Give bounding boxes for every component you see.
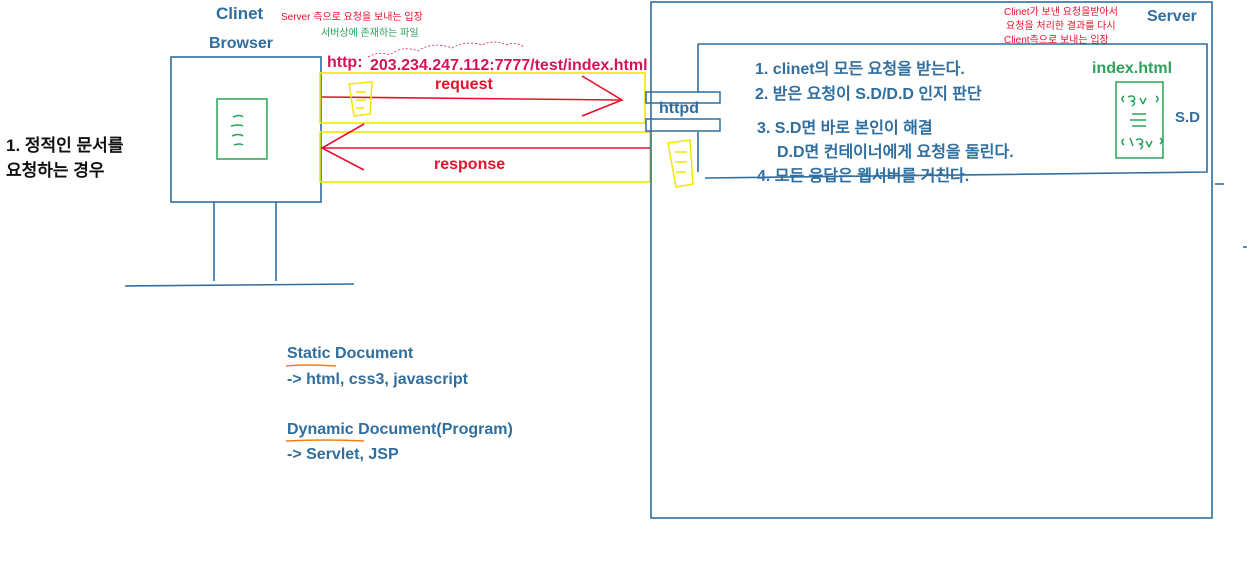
httpd-label: httpd bbox=[659, 100, 699, 117]
left-caption-line1: 1. 정적인 문서를 bbox=[6, 136, 124, 155]
server-step-2: 2. 받은 요청이 S.D/D.D 인지 판단 bbox=[755, 86, 982, 103]
response-arrow bbox=[320, 123, 650, 171]
server-step-1: 1. clinet의 모든 요청을 받는다. bbox=[755, 61, 965, 78]
response-label: response bbox=[434, 156, 506, 173]
static-underline bbox=[285, 364, 337, 367]
legend-dynamic-line: Dynamic Document(Program) bbox=[287, 421, 513, 439]
request-label: request bbox=[435, 76, 493, 93]
server-step-4: 4. 모든 응답은 웹서버를 거친다. bbox=[757, 168, 970, 185]
left-caption-line2: 요청하는 경우 bbox=[6, 161, 105, 180]
server-note-line1: Clinet가 보낸 요청을받아서 bbox=[1004, 7, 1118, 18]
client-note-line1: Server 측으로 요청을 보내는 입장 bbox=[281, 12, 423, 23]
index-html-label: index.html bbox=[1092, 60, 1173, 77]
server-box bbox=[650, 1, 1213, 519]
response-document-sketch bbox=[667, 139, 694, 188]
index-html-document-icon bbox=[1115, 81, 1164, 159]
httpd-port-bottom bbox=[645, 118, 721, 132]
sd-tag: S.D bbox=[1175, 109, 1201, 126]
request-channel bbox=[319, 72, 646, 124]
desk-line bbox=[124, 283, 355, 287]
dynamic-underline bbox=[285, 439, 365, 442]
legend-dynamic-rest: Document(Program) bbox=[353, 421, 513, 438]
legend-static-line: Static Document bbox=[287, 345, 413, 363]
client-title: Clinet bbox=[216, 4, 264, 23]
client-monitor bbox=[170, 56, 322, 203]
legend-dynamic-desc: -> Servlet, JSP bbox=[287, 446, 399, 463]
legend-static-rest: Document bbox=[330, 345, 414, 362]
server-note-line2: 요청을 처리한 결과를 다시 bbox=[1006, 21, 1116, 32]
client-subtitle: Browser bbox=[209, 35, 274, 52]
url-scheme: http: bbox=[327, 54, 363, 71]
client-note-line2: 서버상에 존재하는 파일 bbox=[321, 28, 419, 39]
server-step-3: 3. S.D면 바로 본인이 해결 bbox=[757, 120, 933, 137]
response-channel bbox=[319, 131, 651, 183]
server-step-3b: D.D면 컨테이너에게 요청을 돌린다. bbox=[777, 144, 1014, 161]
legend-static-term: Static bbox=[287, 345, 331, 362]
client-document-icon bbox=[216, 98, 268, 160]
webserver-area bbox=[698, 43, 1208, 179]
url-rest: 203.234.247.112:7777/test/index.html bbox=[370, 57, 648, 74]
server-note-line3: Client측으로 보내는 입장 bbox=[1004, 35, 1109, 46]
legend-static-desc: -> html, css3, javascript bbox=[287, 371, 468, 388]
server-title: Server bbox=[1147, 8, 1197, 25]
legend-dynamic-term: Dynamic bbox=[287, 421, 354, 438]
note-squiggle bbox=[367, 41, 525, 58]
request-document-sketch bbox=[348, 81, 373, 117]
httpd-port-top bbox=[645, 91, 721, 104]
